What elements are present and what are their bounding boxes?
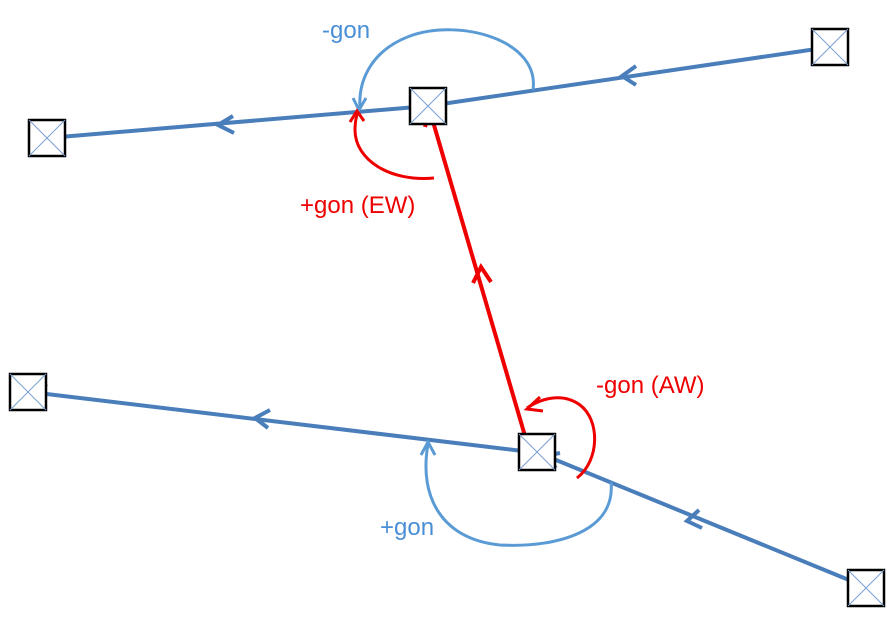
label-minus-gon-top: -gon xyxy=(322,17,370,44)
arc-arrow-plus-gon-bottom xyxy=(419,438,437,456)
labels: -gon +gon (EW) -gon (AW) +gon xyxy=(300,17,704,541)
arrow-lower-right xyxy=(683,508,703,530)
arc-arrow-minus-gon-aw xyxy=(523,395,544,413)
arc-plus-gon-bottom xyxy=(424,443,613,547)
lower-segment-left xyxy=(29,390,540,455)
arc-arrow-minus-gon-top xyxy=(351,97,368,114)
arrow-upper-right xyxy=(618,64,638,87)
upper-segment-right xyxy=(427,45,831,108)
lower-traverse xyxy=(28,382,867,589)
station-marker xyxy=(408,86,448,126)
arc-minus-gon-top xyxy=(358,28,535,109)
lower-segment-right xyxy=(538,451,867,589)
arrow-upper-left xyxy=(213,114,235,135)
station-marker xyxy=(517,432,557,472)
connection-line xyxy=(423,105,532,454)
label-plus-gon-bottom: +gon xyxy=(380,514,434,541)
label-minus-gon-aw: -gon (AW) xyxy=(596,372,704,399)
station-marker xyxy=(846,568,886,608)
upper-segment-left xyxy=(47,104,429,140)
station-marker xyxy=(810,27,850,67)
arrow-lower-left xyxy=(251,408,271,430)
station-marker xyxy=(8,372,48,412)
arrow-connection-mid xyxy=(471,263,493,284)
station-marker xyxy=(27,118,67,158)
arc-arrow-plus-gon-ew xyxy=(348,108,366,123)
arc-minus-gon-aw xyxy=(526,396,597,480)
stations xyxy=(8,27,886,608)
angle-arcs xyxy=(348,28,613,547)
label-plus-gon-ew: +gon (EW) xyxy=(300,192,415,219)
connection-segment xyxy=(427,107,532,454)
arc-plus-gon-ew xyxy=(353,111,435,180)
